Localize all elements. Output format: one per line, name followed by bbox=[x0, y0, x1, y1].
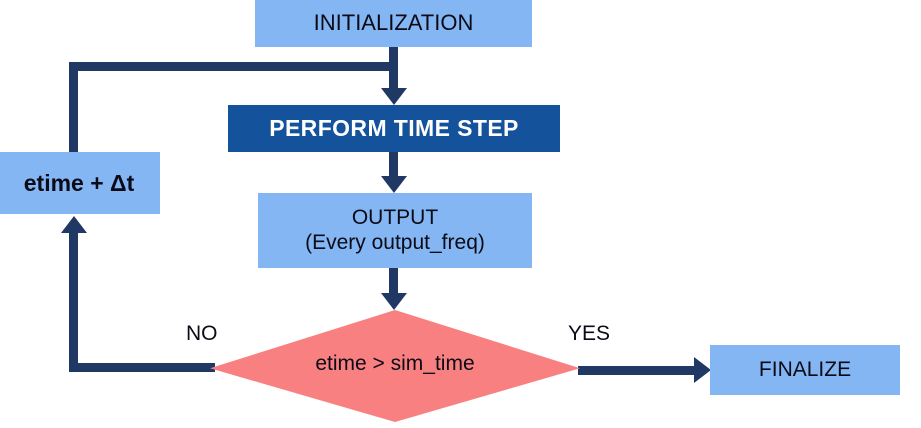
connector-yes-horizontal bbox=[578, 366, 696, 375]
node-output[interactable]: OUTPUT (Every output_freq) bbox=[258, 193, 532, 268]
arrowhead-to-perform bbox=[381, 88, 407, 105]
connector-perform-to-output bbox=[389, 152, 398, 178]
connector-no-horizontal bbox=[69, 363, 215, 372]
connector-to-perform bbox=[389, 62, 398, 90]
node-decision-etime-gt-sim-time[interactable]: etime > sim_time bbox=[210, 310, 580, 422]
connector-no-riser bbox=[69, 232, 78, 372]
connector-init-to-loop bbox=[389, 47, 398, 69]
node-finalize-label: FINALIZE bbox=[758, 357, 852, 381]
node-increment-etime-label: etime + Δt bbox=[23, 169, 135, 196]
node-output-label-line2: (Every output_freq) bbox=[305, 230, 485, 254]
node-initialization[interactable]: INITIALIZATION bbox=[255, 0, 532, 47]
connector-loop-left-riser bbox=[69, 62, 78, 154]
arrowhead-to-decision bbox=[381, 293, 407, 310]
connector-loop-top bbox=[69, 62, 398, 71]
connector-output-to-decision bbox=[389, 268, 398, 295]
node-perform-time-step[interactable]: PERFORM TIME STEP bbox=[228, 105, 560, 152]
edge-label-yes: YES bbox=[568, 322, 611, 345]
node-finalize[interactable]: FINALIZE bbox=[710, 345, 900, 395]
node-initialization-label: INITIALIZATION bbox=[313, 9, 474, 35]
node-perform-time-step-label: PERFORM TIME STEP bbox=[269, 115, 519, 142]
arrowhead-to-finalize bbox=[694, 357, 711, 383]
node-decision-label-wrap: etime > sim_time bbox=[210, 308, 580, 420]
arrowhead-to-increment bbox=[61, 216, 87, 233]
arrowhead-to-output bbox=[381, 176, 407, 193]
node-output-label-line1: OUTPUT bbox=[351, 206, 439, 230]
node-decision-label: etime > sim_time bbox=[315, 352, 475, 375]
node-increment-etime[interactable]: etime + Δt bbox=[0, 152, 160, 214]
edge-label-no: NO bbox=[186, 322, 218, 345]
